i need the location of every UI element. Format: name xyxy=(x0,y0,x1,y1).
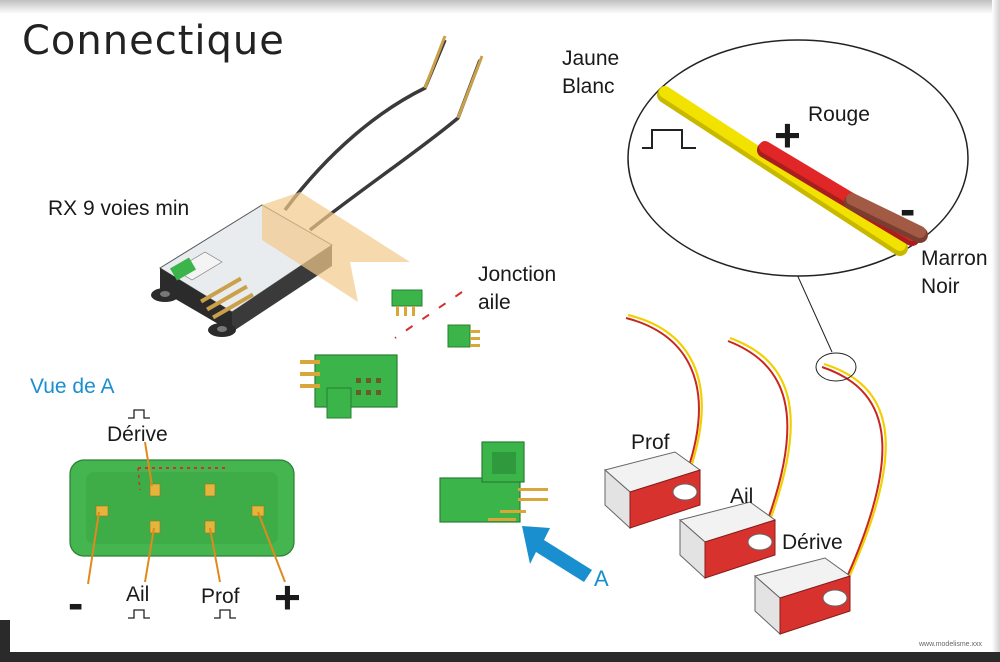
wire-marron-label: Marron xyxy=(921,247,988,270)
page-title: Connectique xyxy=(22,18,285,64)
antenna-2 xyxy=(308,59,482,232)
vue-de-a-connector xyxy=(69,459,295,557)
vue-de-a-label: Vue de A xyxy=(30,375,115,398)
servo-derive xyxy=(753,557,852,636)
pin-plus-sign: + xyxy=(274,571,301,623)
arrow-a-icon xyxy=(522,526,592,582)
signal-pulse-icon xyxy=(642,129,696,149)
view-marker xyxy=(262,192,410,302)
pin-ail-label: Ail xyxy=(126,583,150,606)
servo-prof-label: Prof xyxy=(631,431,670,454)
servo-prof xyxy=(603,451,702,530)
antenna-2-tip xyxy=(456,55,484,119)
jonction-label-line1: Jonction xyxy=(478,263,557,286)
antenna-1-tip xyxy=(423,35,447,89)
servo-derive-wire xyxy=(823,362,887,576)
zoom-target-circle xyxy=(815,352,857,382)
servo-derive-label: Dérive xyxy=(782,531,843,554)
frame-bottom xyxy=(0,652,1000,662)
servo-ail-wire xyxy=(729,336,792,521)
wing-connector-large xyxy=(300,354,398,419)
zoom-minus-sign: - xyxy=(900,183,916,235)
pin-pointer-lines xyxy=(87,441,286,585)
pin-derive-label: Dérive xyxy=(107,423,168,446)
connector-a xyxy=(439,441,548,523)
junction-dash-line xyxy=(394,291,463,339)
servo-prof-wire xyxy=(627,313,703,471)
wire-jaune-label: Jaune xyxy=(562,47,620,70)
jonction-label-line2: aile xyxy=(478,291,511,314)
frame-left xyxy=(0,620,10,662)
pin-prof-label: Prof xyxy=(201,585,240,608)
jonction-connector-male xyxy=(391,289,423,316)
pulse-icons xyxy=(128,409,236,619)
credit-text: www.modelisme.xxx xyxy=(918,641,982,648)
servo-ail xyxy=(678,501,777,580)
wire-rouge-label: Rouge xyxy=(808,103,870,126)
zoomed-wires xyxy=(657,86,928,256)
frame-top xyxy=(0,0,1000,14)
arrow-a-label: A xyxy=(594,566,609,591)
jonction-connector-female xyxy=(447,324,480,348)
pin-minus-sign: - xyxy=(68,577,84,629)
zoom-leader-line xyxy=(794,269,833,353)
receiver-label: RX 9 voies min xyxy=(48,197,190,220)
zoom-plus-sign: + xyxy=(774,109,801,161)
servo-ail-label: Ail xyxy=(730,485,754,508)
wire-blanc-label: Blanc xyxy=(562,75,615,98)
wire-noir-label: Noir xyxy=(921,275,960,298)
antenna-1 xyxy=(283,39,447,212)
frame-right xyxy=(992,0,1000,662)
